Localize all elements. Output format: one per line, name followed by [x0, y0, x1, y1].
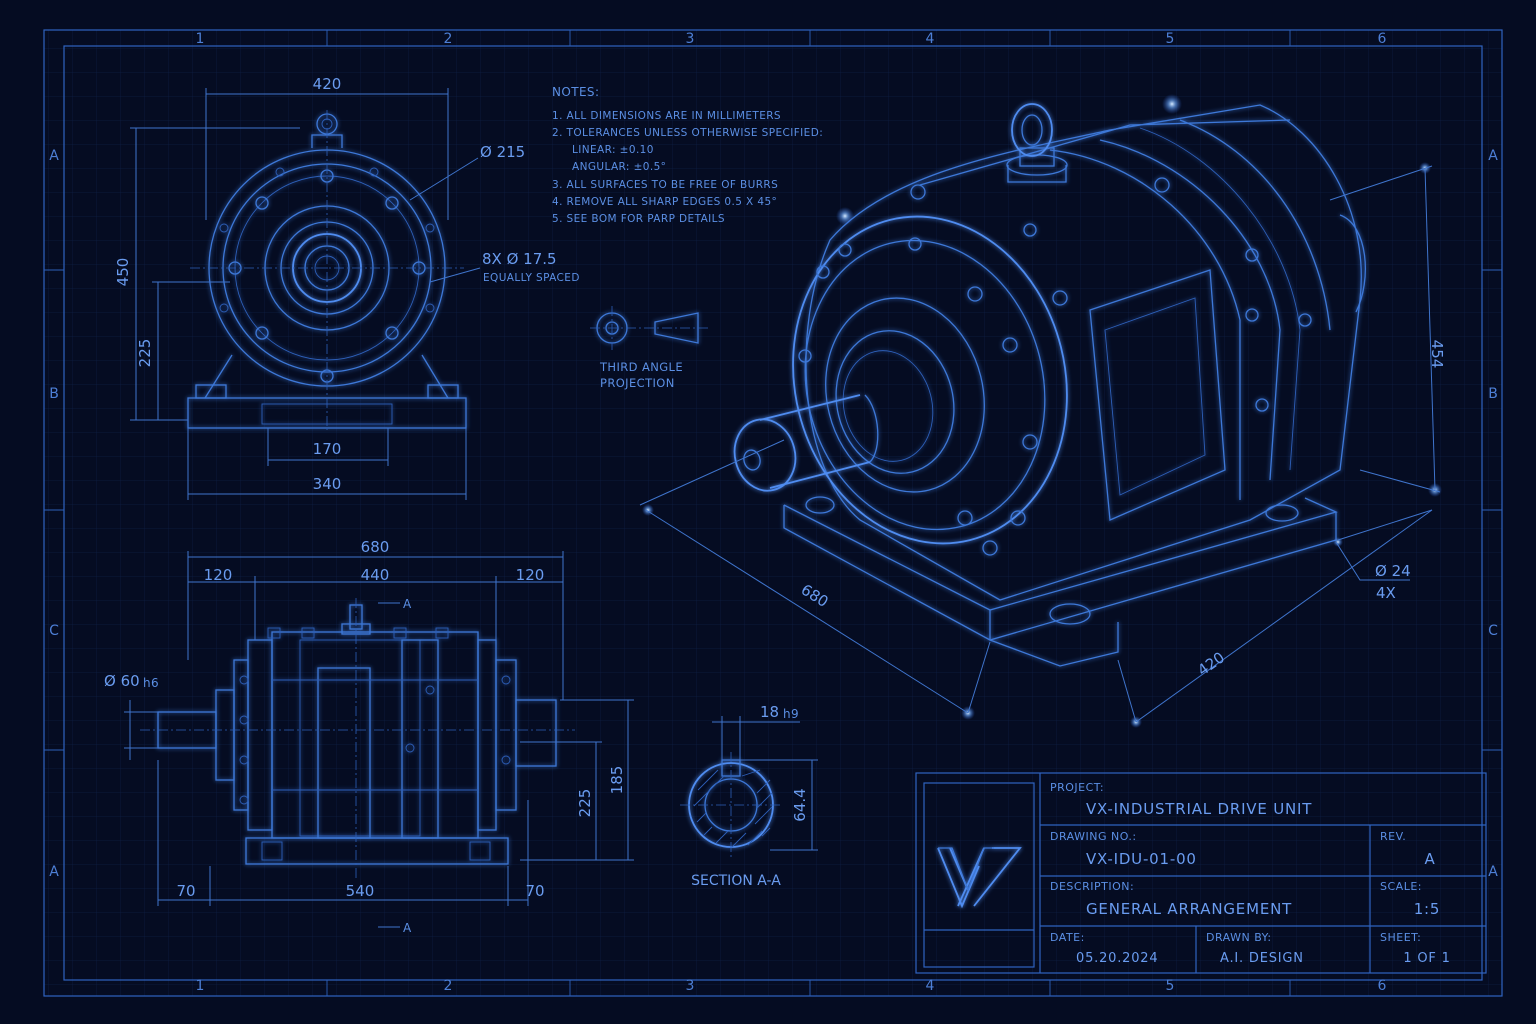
zone-col-bottom: 3	[686, 978, 695, 994]
company-logo	[937, 847, 1022, 909]
dim-side-center-body: 440	[361, 566, 390, 584]
note-item: 5. SEE BOM FOR PARP DETAILS	[552, 213, 725, 225]
side-view: 680 120 440 120 Ø 60 h6 225 185 70 540 7…	[104, 538, 634, 935]
zone-row-right: A	[1488, 864, 1498, 880]
projection-symbol: THIRD ANGLE PROJECTION	[590, 306, 708, 390]
project-value: VX-INDUSTRIAL DRIVE UNIT	[1086, 800, 1312, 818]
description-label: DESCRIPTION:	[1050, 880, 1134, 893]
description-value: GENERAL ARRANGEMENT	[1086, 900, 1292, 918]
zone-row-left: C	[49, 623, 59, 639]
dim-front-height: 450	[114, 258, 132, 287]
zone-col-top: 2	[444, 31, 453, 47]
zone-row-right: A	[1488, 148, 1498, 164]
dim-side-upper-height: 185	[608, 766, 626, 795]
zone-row-left: B	[49, 386, 59, 402]
zone-col-bottom: 4	[926, 978, 935, 994]
notes-heading: NOTES:	[552, 85, 599, 99]
dim-section-keyway: 18	[760, 703, 779, 721]
zone-labels: 1 2 3 4 5 6 1 2 3 4 5 6 A B C A A B C A	[49, 31, 1498, 994]
zone-row-right: B	[1488, 386, 1498, 402]
section-view: 18 h9 64.4 SECTION A-A	[680, 703, 818, 889]
zone-col-top: 5	[1166, 31, 1175, 47]
sheet-label: SHEET:	[1380, 931, 1421, 944]
dim-side-shaft-dia: Ø 60	[104, 672, 140, 690]
note-item: 1. ALL DIMENSIONS ARE IN MILLIMETERS	[552, 110, 781, 122]
note-item: 3. ALL SURFACES TO BE FREE OF BURRS	[552, 179, 778, 191]
dim-side-right-flange: 120	[516, 566, 545, 584]
dim-side-base-length: 540	[346, 882, 375, 900]
drawn-by-value: A.I. DESIGN	[1220, 951, 1304, 966]
zone-col-top: 6	[1378, 31, 1387, 47]
section-label: SECTION A-A	[691, 873, 781, 889]
title-block: PROJECT: VX-INDUSTRIAL DRIVE UNIT DRAWIN…	[915, 772, 1487, 974]
dim-iso-hole-dia: Ø 24	[1375, 562, 1411, 580]
dim-side-base-right: 70	[525, 882, 544, 900]
sheet-value: 1 OF 1	[1403, 951, 1450, 966]
zone-row-left: A	[49, 864, 59, 880]
zone-row-left: A	[49, 148, 59, 164]
dim-section-keyway-fit: h9	[783, 707, 799, 721]
projection-line1: THIRD ANGLE	[599, 360, 683, 374]
zone-col-bottom: 2	[444, 978, 453, 994]
drawing-frame	[43, 29, 1503, 997]
project-label: PROJECT:	[1050, 781, 1104, 794]
note-item: LINEAR: ±0.10	[572, 144, 654, 156]
dim-front-center-height: 225	[136, 339, 154, 368]
zone-col-bottom: 1	[196, 978, 205, 994]
zone-col-bottom: 6	[1378, 978, 1387, 994]
section-mark-top: A	[403, 597, 412, 611]
note-item: ANGULAR: ±0.5°	[572, 161, 666, 173]
zone-col-top: 3	[686, 31, 695, 47]
grid-background	[44, 30, 1502, 996]
dim-iso-hole-count: 4X	[1376, 584, 1396, 602]
rev-label: REV.	[1380, 830, 1406, 843]
dim-front-bolts-note: EQUALLY SPACED	[483, 272, 580, 284]
date-value: 05.20.2024	[1076, 951, 1158, 966]
dim-front-width: 420	[313, 75, 342, 93]
drawing-no-value: VX-IDU-01-00	[1086, 850, 1197, 868]
front-view: 420 Ø 215 450 225 8X Ø 17.5 EQUALLY SPAC…	[114, 75, 580, 500]
notes-block: NOTES: 1. ALL DIMENSIONS ARE IN MILLIMET…	[552, 85, 823, 225]
zone-col-bottom: 5	[1166, 978, 1175, 994]
drawing-no-label: DRAWING NO.:	[1050, 830, 1137, 843]
note-item: 2. TOLERANCES UNLESS OTHERWISE SPECIFIED…	[552, 127, 823, 139]
scale-value: 1:5	[1414, 900, 1441, 918]
dim-iso-height: 454	[1428, 340, 1446, 369]
dim-front-base-inner: 170	[313, 440, 342, 458]
zone-row-right: C	[1488, 623, 1498, 639]
zone-col-top: 1	[196, 31, 205, 47]
dim-section-depth: 64.4	[791, 788, 809, 821]
date-label: DATE:	[1050, 931, 1085, 944]
zone-col-top: 4	[926, 31, 935, 47]
scale-label: SCALE:	[1380, 880, 1422, 893]
dim-front-diameter: Ø 215	[480, 143, 525, 161]
dim-side-center-height: 225	[576, 789, 594, 818]
dim-front-bolts: 8X Ø 17.5	[482, 250, 557, 268]
dim-side-left-flange: 120	[204, 566, 233, 584]
dim-side-base-left: 70	[176, 882, 195, 900]
dim-front-base-outer: 340	[313, 475, 342, 493]
dim-side-shaft-fit: h6	[143, 676, 159, 690]
note-item: 4. REMOVE ALL SHARP EDGES 0.5 X 45°	[552, 196, 777, 208]
projection-line2: PROJECTION	[600, 376, 675, 390]
drawn-by-label: DRAWN BY:	[1206, 931, 1272, 944]
dim-side-overall: 680	[361, 538, 390, 556]
section-mark-bottom: A	[403, 921, 412, 935]
rev-value: A	[1424, 850, 1435, 868]
